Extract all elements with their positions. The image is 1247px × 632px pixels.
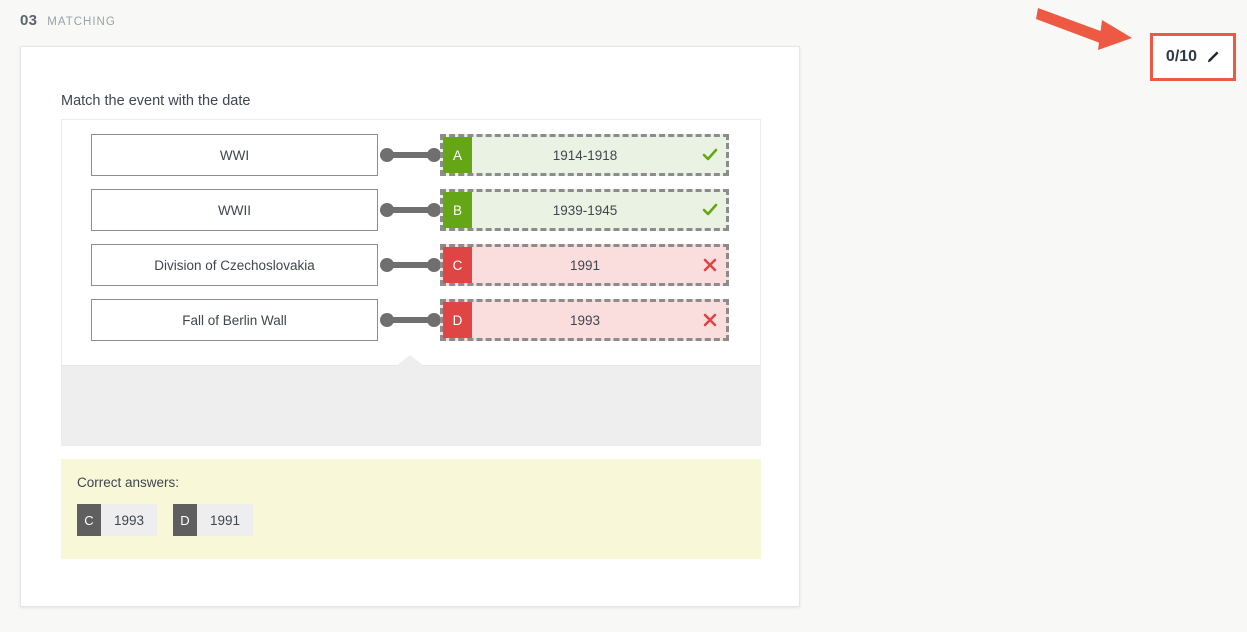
question-prompt: Match the event with the date bbox=[61, 93, 251, 109]
answer-slot[interactable]: A 1914-1918 bbox=[440, 134, 729, 176]
correct-answer-chip: C 1993 bbox=[77, 504, 157, 536]
connector-knob-left bbox=[380, 203, 394, 217]
prompt-item[interactable]: Division of Czechoslovakia bbox=[91, 244, 378, 286]
connector-line bbox=[378, 244, 441, 286]
connector-knob-right bbox=[427, 258, 441, 272]
connector-bar bbox=[386, 317, 433, 323]
connector-bar bbox=[386, 152, 433, 158]
answer-slot[interactable]: C 1991 bbox=[440, 244, 729, 286]
connector-knob-left bbox=[380, 258, 394, 272]
correct-answers-title: Correct answers: bbox=[77, 475, 180, 490]
matching-row: WWII B 1939-1945 bbox=[62, 189, 760, 231]
cross-icon bbox=[703, 313, 717, 327]
connector-knob-right bbox=[427, 313, 441, 327]
correct-answer-chip: D 1991 bbox=[173, 504, 253, 536]
prompt-item[interactable]: WWI bbox=[91, 134, 378, 176]
score-value: 0/10 bbox=[1165, 48, 1198, 65]
connector-bar bbox=[386, 262, 433, 268]
correct-answer-letter: C bbox=[77, 504, 101, 536]
connector-knob-left bbox=[380, 148, 394, 162]
prompt-item[interactable]: Fall of Berlin Wall bbox=[91, 299, 378, 341]
correct-answer-letter: D bbox=[173, 504, 197, 536]
matching-row: WWI A 1914-1918 bbox=[62, 134, 760, 176]
answer-letter: A bbox=[443, 137, 472, 173]
answer-slot[interactable]: D 1993 bbox=[440, 299, 729, 341]
connector-bar bbox=[386, 207, 433, 213]
matching-area: WWI A 1914-1918 WWII bbox=[61, 119, 761, 446]
answer-drop-tray[interactable] bbox=[62, 355, 760, 445]
prompt-item[interactable]: WWII bbox=[91, 189, 378, 231]
correct-answer-value: 1991 bbox=[197, 504, 253, 536]
matching-row: Division of Czechoslovakia C 1991 bbox=[62, 244, 760, 286]
answer-value: 1991 bbox=[569, 257, 601, 273]
connector-knob-left bbox=[380, 313, 394, 327]
annotation-arrow-icon bbox=[1036, 8, 1132, 50]
connector-knob-right bbox=[427, 203, 441, 217]
answer-letter: D bbox=[443, 302, 472, 338]
matching-rows: WWI A 1914-1918 WWII bbox=[62, 120, 760, 365]
connector-line bbox=[378, 189, 441, 231]
connector-line bbox=[378, 299, 441, 341]
question-number: 03 bbox=[20, 12, 38, 29]
answer-value: 1993 bbox=[569, 312, 601, 328]
correct-answers-panel: Correct answers: C 1993 D 1991 bbox=[61, 459, 761, 559]
answer-value: 1914-1918 bbox=[552, 147, 618, 163]
check-icon bbox=[702, 148, 718, 161]
answer-slot[interactable]: B 1939-1945 bbox=[440, 189, 729, 231]
answer-letter: B bbox=[443, 192, 472, 228]
question-card: Match the event with the date WWI A 1914… bbox=[20, 46, 800, 607]
matching-row: Fall of Berlin Wall D 1993 bbox=[62, 299, 760, 341]
connector-knob-right bbox=[427, 148, 441, 162]
tray-notch-icon bbox=[396, 355, 424, 366]
correct-answer-value: 1993 bbox=[101, 504, 157, 536]
question-header: 03 MATCHING bbox=[20, 12, 116, 29]
answer-value: 1939-1945 bbox=[552, 202, 618, 218]
question-type-label: MATCHING bbox=[47, 16, 116, 28]
score-badge[interactable]: 0/10 bbox=[1150, 33, 1236, 81]
pencil-icon[interactable] bbox=[1205, 50, 1220, 65]
answer-letter: C bbox=[443, 247, 472, 283]
correct-answers-list: C 1993 D 1991 bbox=[77, 504, 745, 536]
connector-line bbox=[378, 134, 441, 176]
check-icon bbox=[702, 203, 718, 216]
cross-icon bbox=[703, 258, 717, 272]
